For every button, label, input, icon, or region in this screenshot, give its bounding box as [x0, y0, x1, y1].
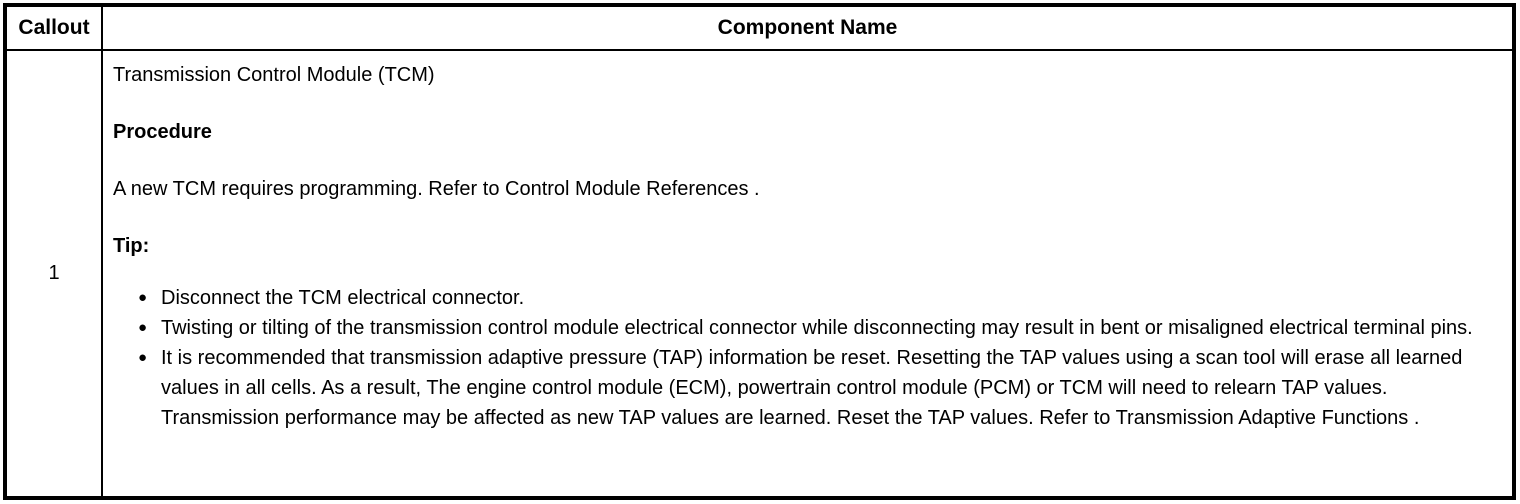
tip-list: ● Disconnect the TCM electrical connecto… [113, 283, 1502, 433]
tip-item-text: Disconnect the TCM electrical connector. [161, 287, 525, 309]
tip-item-text: It is recommended that transmission adap… [161, 347, 1463, 429]
component-title: Transmission Control Module (TCM) [113, 64, 435, 86]
bullet-icon: ● [138, 289, 148, 306]
bullet-icon: ● [138, 319, 148, 336]
procedure-heading: Procedure [113, 121, 212, 143]
table-header-row: Callout Component Name [4, 4, 1515, 51]
tip-item: ● Twisting or tilting of the transmissio… [113, 313, 1502, 343]
table-row: 1 Transmission Control Module (TCM) Proc… [4, 49, 1515, 499]
tip-item: ● Disconnect the TCM electrical connecto… [113, 283, 1502, 313]
component-cell: Transmission Control Module (TCM) Proced… [101, 49, 1515, 499]
table-header-callout: Callout [4, 4, 103, 51]
component-table: Callout Component Name 1 Transmission Co… [3, 3, 1516, 500]
bullet-icon: ● [138, 349, 148, 366]
tip-heading: Tip: [113, 235, 150, 257]
table-header-component-name: Component Name [101, 4, 1515, 51]
callout-number: 1 [4, 49, 103, 499]
tip-item: ● It is recommended that transmission ad… [113, 343, 1502, 433]
tip-item-text: Twisting or tilting of the transmission … [161, 317, 1473, 339]
procedure-text: A new TCM requires programming. Refer to… [113, 178, 760, 200]
